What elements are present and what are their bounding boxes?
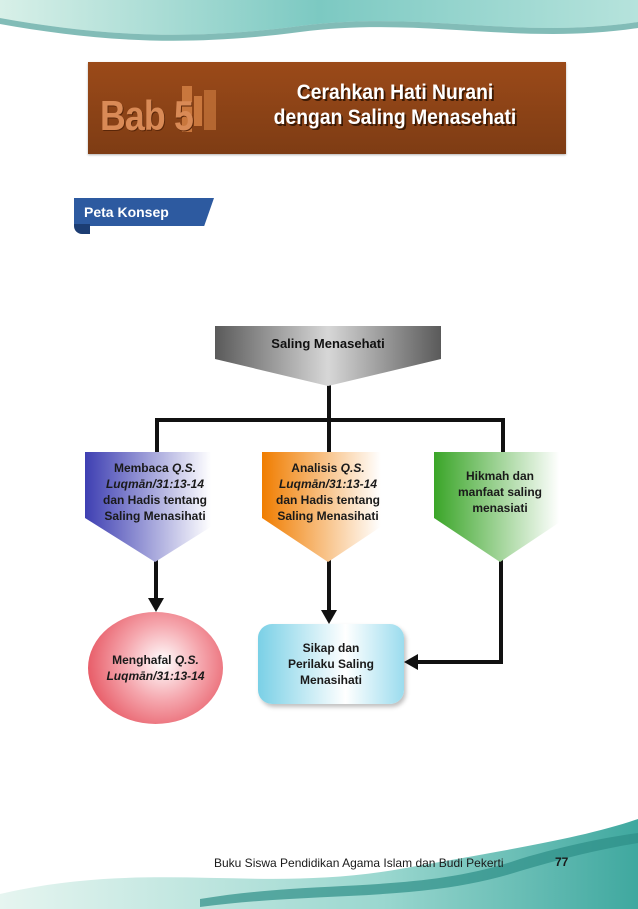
menghafal-label-a: Menghafal: [112, 653, 175, 667]
menghafal-label-c: Luqmān/31:13-14: [106, 668, 204, 684]
root-node-label: Saling Menasehati: [271, 336, 384, 352]
banner-tab-decoration: [204, 90, 216, 130]
membaca-label-d: dan Hadis tentang: [103, 492, 207, 508]
top-wave-decoration: [0, 0, 638, 60]
chapter-title-line1: Cerahkan Hati Nurani: [243, 80, 547, 105]
connector-to-analisis: [327, 418, 331, 454]
root-node: Saling Menasehati: [215, 326, 441, 386]
hikmah-label-c: menasiati: [458, 500, 542, 516]
footer-book-title: Buku Siswa Pendidikan Agama Islam dan Bu…: [214, 856, 504, 870]
connector-to-hikmah: [501, 418, 505, 454]
membaca-label-b: Q.S.: [172, 461, 196, 475]
analisis-label-b: Q.S.: [341, 461, 365, 475]
arrow-head-menghafal: [148, 598, 164, 612]
sikap-label-b: Perilaku Saling: [288, 656, 374, 672]
arrow-head-sikap: [321, 610, 337, 624]
sikap-label-a: Sikap dan: [288, 640, 374, 656]
membaca-label-e: Saling Menasihati: [103, 508, 207, 524]
menghafal-label-b: Q.S.: [175, 653, 199, 667]
section-label-curl: [74, 224, 90, 234]
bottom-wave-decoration: [0, 799, 638, 909]
connector-hikmah-to-sikap: [416, 660, 503, 664]
hikmah-label-b: manfaat saling: [458, 484, 542, 500]
node-sikap: Sikap dan Perilaku Saling Menasihati: [258, 624, 404, 704]
node-analisis: Analisis Q.S. Luqmān/31:13-14 dan Hadis …: [262, 452, 394, 562]
chapter-title: Cerahkan Hati Nurani dengan Saling Menas…: [243, 80, 547, 130]
analisis-label-e: Saling Menasihati: [276, 508, 380, 524]
membaca-label-c: Luqmān/31:13-14: [103, 476, 207, 492]
page-number: 77: [555, 855, 568, 869]
node-hikmah: Hikmah dan manfaat saling menasiati: [434, 452, 566, 562]
node-membaca: Membaca Q.S. Luqmān/31:13-14 dan Hadis t…: [85, 452, 225, 562]
connector-root-down: [327, 384, 331, 420]
banner-tab-decoration: [194, 96, 202, 126]
chapter-number: Bab 5: [100, 92, 193, 140]
sikap-label-c: Menasihati: [288, 672, 374, 688]
hikmah-label-a: Hikmah dan: [458, 468, 542, 484]
section-label: Peta Konsep: [74, 198, 214, 226]
connector-analisis-to-sikap: [327, 560, 331, 616]
chapter-title-line2: dengan Saling Menasehati: [243, 105, 547, 130]
node-menghafal: Menghafal Q.S. Luqmān/31:13-14: [88, 612, 223, 724]
analisis-label-c: Luqmān/31:13-14: [276, 476, 380, 492]
connector-to-membaca: [155, 418, 159, 454]
arrow-head-sikap-side: [404, 654, 418, 670]
analisis-label-a: Analisis: [291, 461, 340, 475]
analisis-label-d: dan Hadis tentang: [276, 492, 380, 508]
membaca-label-a: Membaca: [114, 461, 172, 475]
